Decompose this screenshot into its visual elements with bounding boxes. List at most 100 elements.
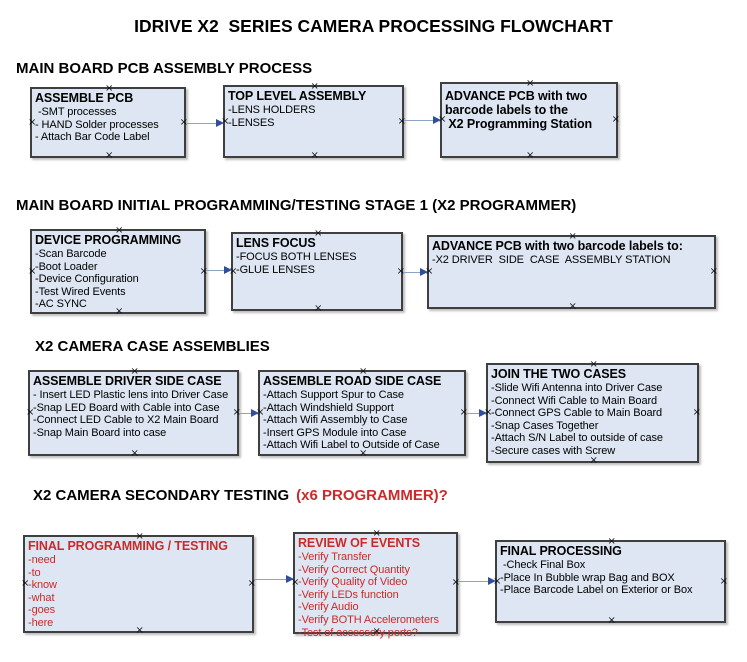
box-item: -Attach S/N Label to outside of case <box>491 432 663 445</box>
box-item: -Verify Audio <box>298 601 359 614</box>
flow-box-join-the-two-cases: JOIN THE TWO CASES -Slide Wifi Antenna i… <box>484 359 701 466</box>
box-item: -Verify Quality of Video <box>298 576 408 589</box>
box-item: -Attach Windshield Support <box>263 401 394 414</box>
box-item: -Test Wired Events <box>35 285 126 298</box>
connection-point-icon: × <box>115 225 124 236</box>
flow-arrow <box>458 575 496 587</box>
flow-arrow <box>404 114 441 126</box>
connection-point-icon: × <box>105 150 114 161</box>
connection-point-icon: × <box>135 625 144 636</box>
box-item: -Secure cases with Screw <box>491 444 616 457</box>
flow-box-assemble-road-side-case: ASSEMBLE ROAD SIDE CASE -Attach Support … <box>256 367 468 459</box>
connection-point-icon: × <box>397 115 406 127</box>
box-item: -AC SYNC <box>35 298 87 311</box>
flow-arrow <box>403 266 428 278</box>
box-item: -to <box>28 566 41 579</box>
connection-point-icon: × <box>199 265 208 277</box>
connection-point-icon: × <box>229 265 238 277</box>
box-items: -X2 DRIVER SIDE CASE ASSEMBLY STATION <box>432 254 711 267</box>
connection-point-icon: × <box>247 578 256 589</box>
box-item: -Check Final Box <box>500 559 586 571</box>
box-item: -X2 DRIVER SIDE CASE ASSEMBLY STATION <box>432 254 671 266</box>
arrow-line <box>403 272 423 273</box>
arrow-line <box>186 123 219 124</box>
box-item: -goes <box>28 604 56 617</box>
box-item: -GLUE LENSES <box>236 263 315 276</box>
box-item: ADVANCE PCB with two <box>445 89 588 103</box>
flow-box-advance-pcb-case-assembly: ADVANCE PCB with two barcode labels to: … <box>425 232 718 312</box>
arrow-line <box>404 120 436 121</box>
box-item: -Verify Transfer <box>298 551 371 563</box>
connection-point-icon: × <box>221 115 230 127</box>
connection-point-icon: × <box>130 448 139 459</box>
connection-point-icon: × <box>396 265 405 277</box>
connection-point-icon: × <box>232 407 241 418</box>
box-item: -Connect GPS Cable to Main Board <box>491 407 663 420</box>
connection-point-icon: × <box>256 407 265 418</box>
connection-point-icon: × <box>493 575 502 587</box>
connection-point-icon: × <box>314 228 323 239</box>
arrow-head-icon <box>479 409 487 417</box>
connection-point-icon: × <box>130 366 139 377</box>
box-item: -Attach Wifi Label to Outside of Case <box>263 439 440 452</box>
box-item: - HAND Solder processes <box>35 118 159 131</box>
box-item: -Verify LEDs function <box>298 588 399 601</box>
box-item: -Connect Wifi Cable to Main Board <box>491 394 658 407</box>
box-item: -here <box>28 616 54 629</box>
connection-point-icon: × <box>105 83 114 94</box>
section-header-case-assemblies: X2 CAMERA CASE ASSEMBLIES <box>35 338 270 355</box>
box-items: -FOCUS BOTH LENSES-GLUE LENSES <box>236 251 398 276</box>
connection-point-icon: × <box>459 407 468 418</box>
box-title: DEVICE PROGRAMMING <box>35 233 182 247</box>
box-items: -Slide Wifi Antenna into Driver Case-Con… <box>491 382 694 458</box>
box-item: -SMT processes <box>35 106 117 118</box>
connection-point-icon: × <box>310 81 319 92</box>
box-item: - Insert LED Plastic lens into Driver Ca… <box>33 389 229 401</box>
flow-arrow <box>466 407 487 419</box>
connection-point-icon: × <box>291 577 300 588</box>
page-title: IDRIVE X2 SERIES CAMERA PROCESSING FLOWC… <box>134 16 613 36</box>
box-item: -Attach Support Spur to Case <box>263 389 404 401</box>
flow-arrow <box>239 407 259 419</box>
flow-box-lens-focus: LENS FOCUS -FOCUS BOTH LENSES-GLUE LENSE… <box>229 228 405 314</box>
box-item: -Insert GPS Module into Case <box>263 426 407 439</box>
connection-point-icon: × <box>589 359 598 370</box>
connection-point-icon: × <box>21 578 30 589</box>
connection-point-icon: × <box>310 150 319 161</box>
box-item: -Slide Wifi Antenna into Driver Case <box>491 382 663 394</box>
arrow-head-icon <box>251 409 259 417</box>
flow-box-review-of-events: REVIEW OF EVENTS -Verify Transfer-Verify… <box>291 528 460 639</box>
connection-point-icon: × <box>314 303 323 314</box>
connection-point-icon: × <box>568 301 577 312</box>
box-items: -Scan Barcode-Boot Loader-Device Configu… <box>35 248 201 311</box>
flow-box-device-programming: DEVICE PROGRAMMING -Scan Barcode-Boot Lo… <box>28 225 208 317</box>
section-header-initial-programming: MAIN BOARD INITIAL PROGRAMMING/TESTING S… <box>16 197 577 214</box>
box-items: -Verify Transfer-Verify Correct Quantity… <box>298 551 453 639</box>
flow-box-final-programming-testing: FINAL PROGRAMMING / TESTING -need-to-kno… <box>21 532 256 636</box>
connection-point-icon: × <box>526 150 535 161</box>
box-item: -know <box>28 579 57 592</box>
connection-point-icon: × <box>26 407 35 418</box>
box-title: JOIN THE TWO CASES <box>491 367 627 381</box>
box-item: -Connect LED Cable to X2 Main Board <box>33 414 219 427</box>
box-items: -need-to-know-what-goes-here <box>28 554 249 630</box>
connection-point-icon: × <box>451 577 460 588</box>
box-item: -Attach Wifi Assembly to Case <box>263 414 408 427</box>
box-item: -Snap Cases Together <box>491 419 599 432</box>
box-title: ADVANCE PCB with two barcode labels to: <box>432 239 683 253</box>
box-item: -Test of accessory ports? <box>298 626 418 639</box>
box-items: -LENS HOLDERS-LENSES <box>228 104 399 129</box>
connection-point-icon: × <box>589 455 598 466</box>
connection-point-icon: × <box>372 528 381 539</box>
connection-point-icon: × <box>28 265 37 277</box>
arrow-line <box>466 413 482 414</box>
arrow-head-icon <box>216 119 224 127</box>
arrow-line <box>458 581 491 582</box>
flow-box-top-level-assembly: TOP LEVEL ASSEMBLY -LENS HOLDERS-LENSES … <box>221 81 406 161</box>
connection-point-icon: × <box>115 306 124 317</box>
connection-point-icon: × <box>484 407 493 418</box>
flow-box-assemble-driver-side-case: ASSEMBLE DRIVER SIDE CASE - Insert LED P… <box>26 366 241 459</box>
box-item: - Attach Bar Code Label <box>35 131 150 144</box>
connection-point-icon: × <box>709 266 718 277</box>
box-title: ASSEMBLE DRIVER SIDE CASE <box>33 374 222 388</box>
